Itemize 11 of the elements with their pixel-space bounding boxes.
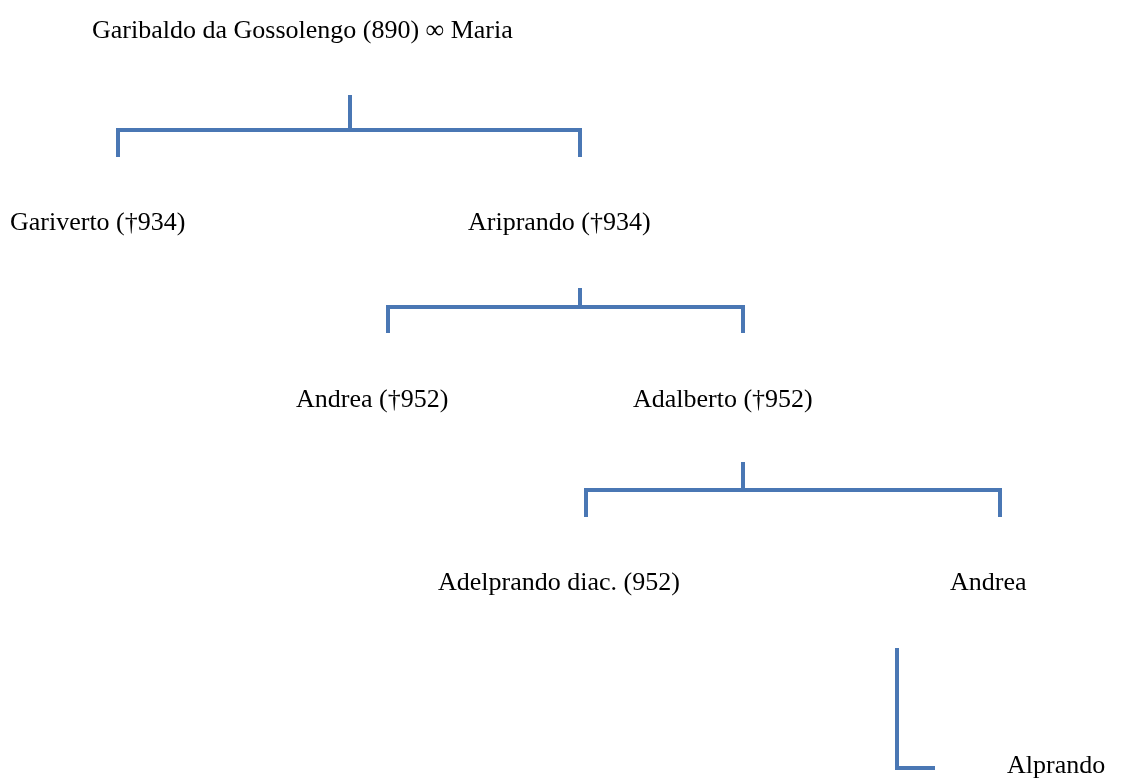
person-name: Alprando [1007, 747, 1106, 780]
person-name: Gariverto (†934) [10, 204, 186, 240]
connector-line [578, 288, 745, 333]
person-name: Ariprando (†934) [468, 204, 651, 240]
person-name: Adelprando diac. (952) [438, 564, 680, 600]
connector-line [895, 648, 935, 770]
person-name: Andrea [950, 564, 1027, 600]
person-name: Garibaldo da Gossolengo (890) ∞ Maria [92, 12, 513, 48]
person-name: Andrea (†952) [296, 381, 449, 417]
person-name: Adalberto (†952) [633, 381, 813, 417]
connector-line [348, 95, 582, 157]
